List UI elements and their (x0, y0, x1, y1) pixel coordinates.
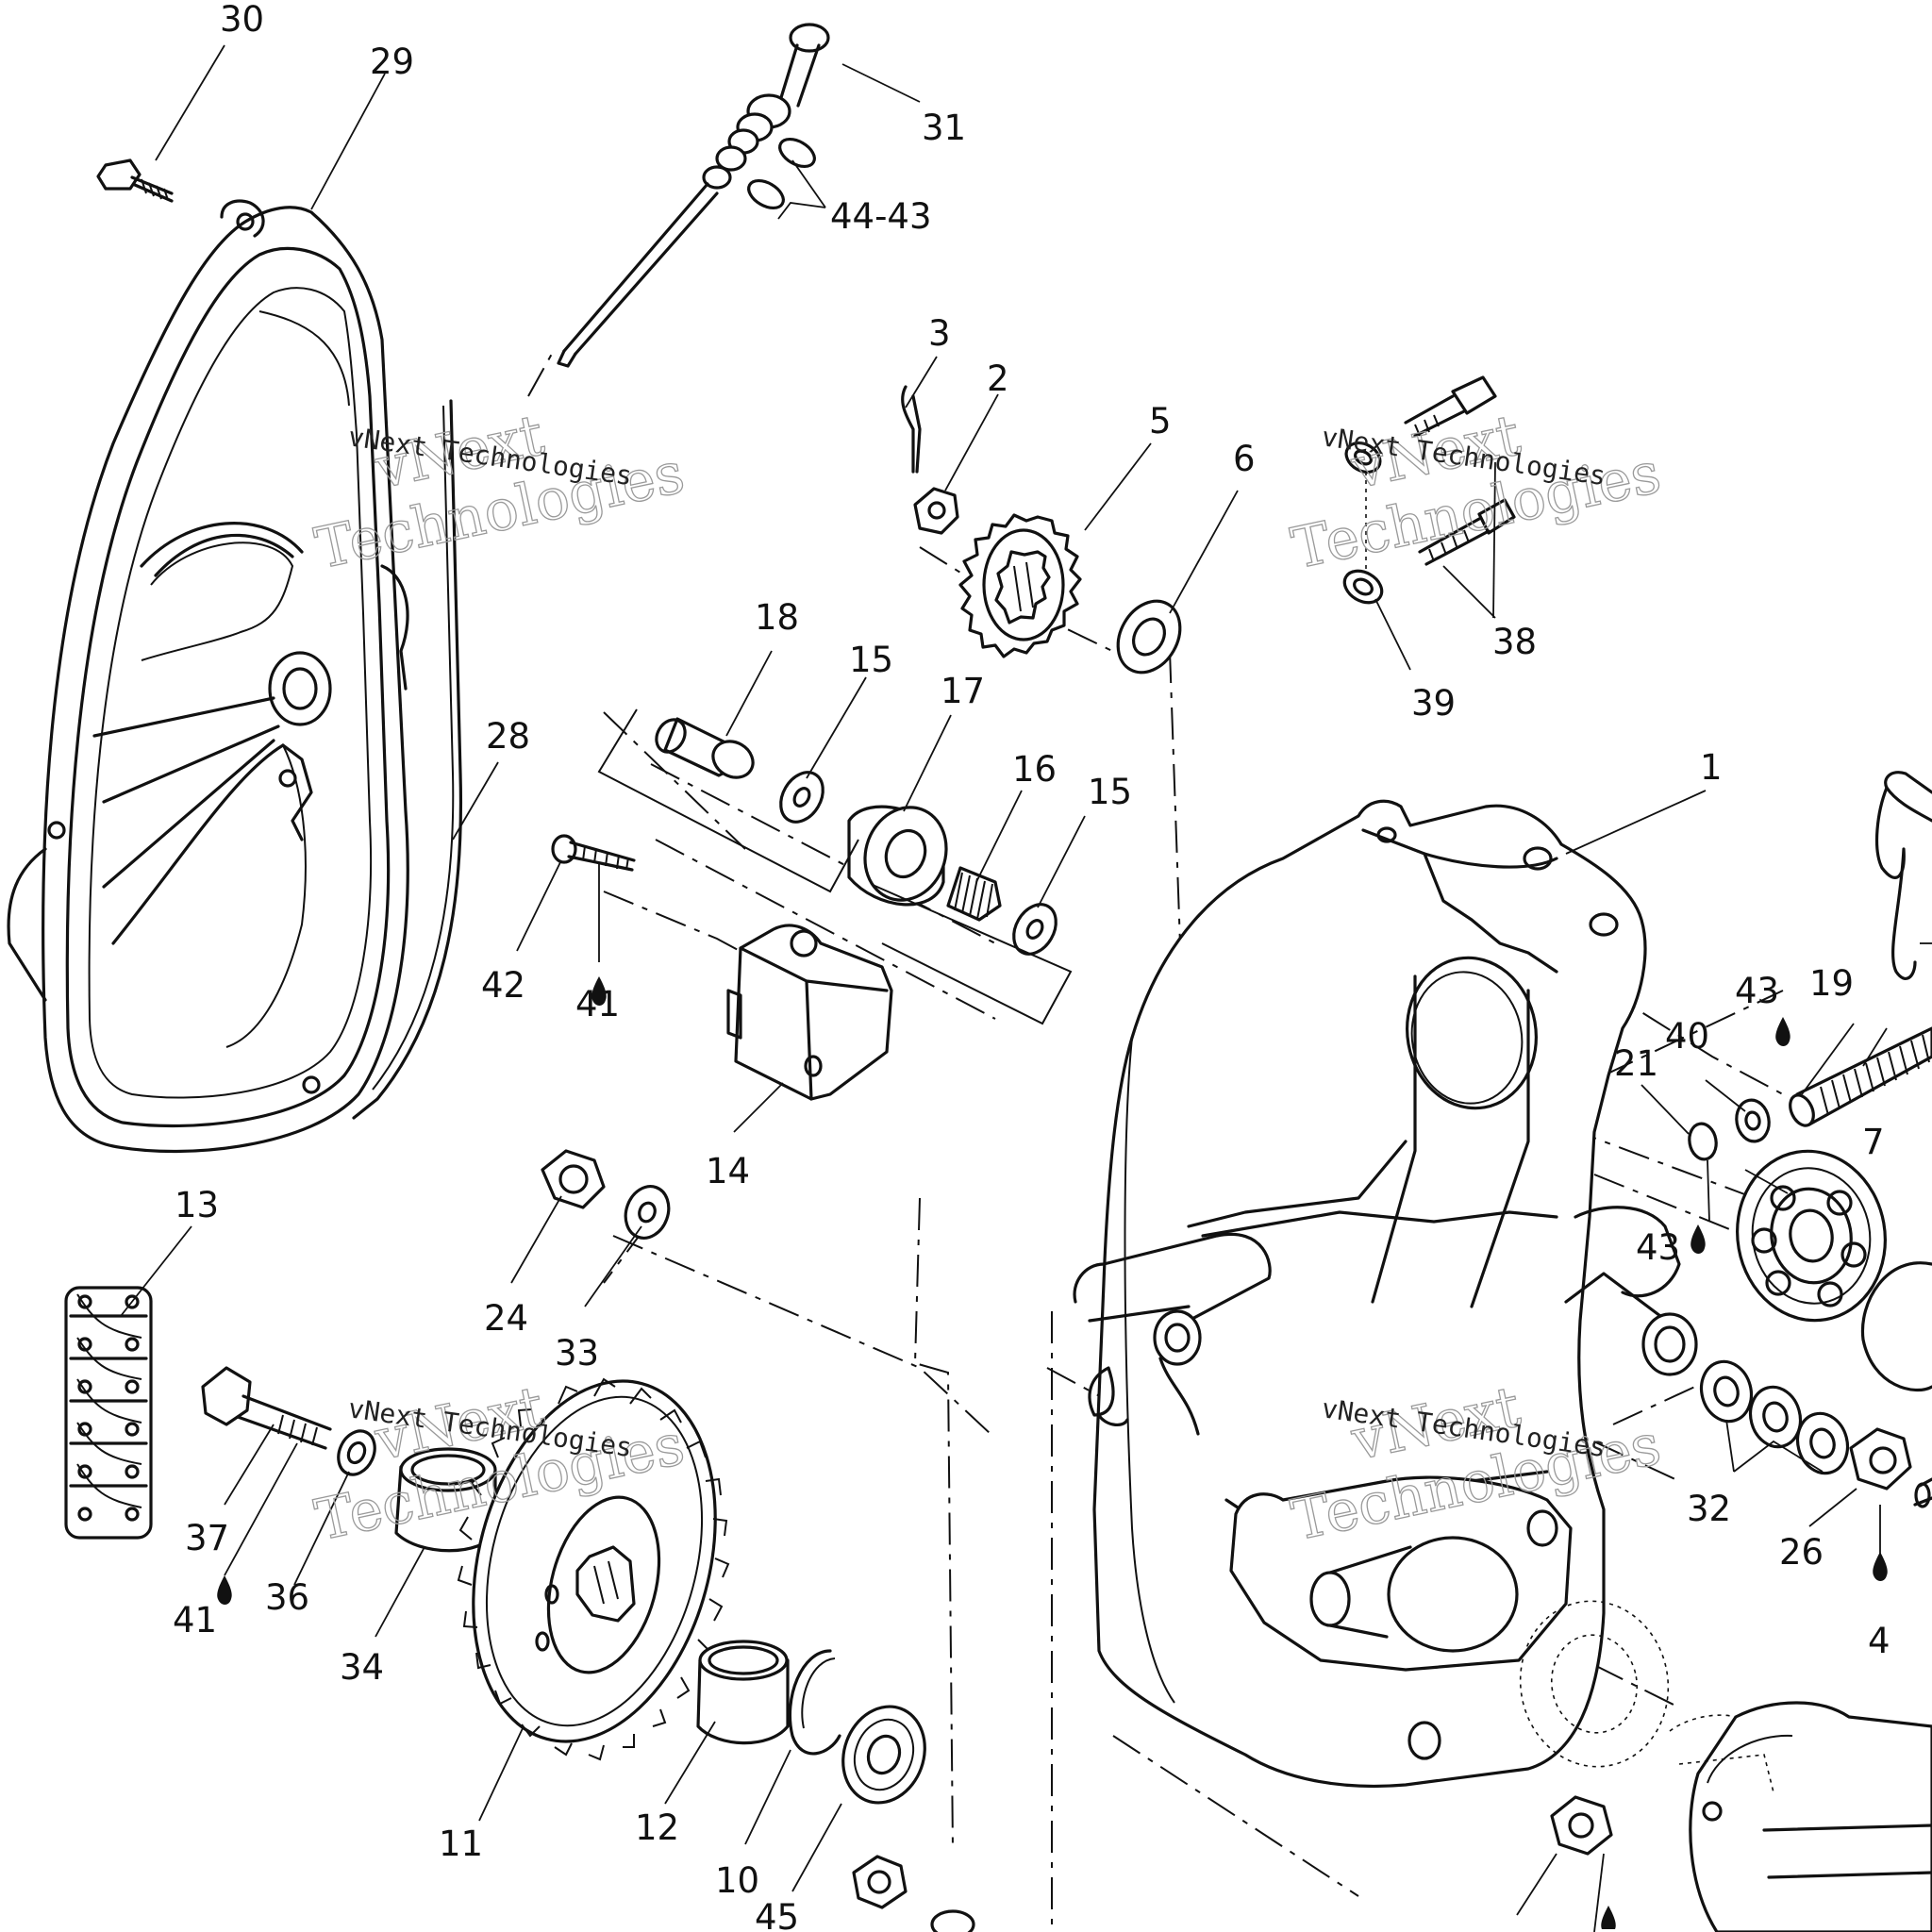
callout-13: 13 (175, 1185, 219, 1225)
needle-bearing-16 (946, 866, 1002, 922)
circlip-10 (788, 1649, 841, 1756)
callout-12: 12 (635, 1807, 679, 1848)
gasket-strip (352, 399, 463, 1120)
callout-10: 10 (715, 1860, 759, 1901)
callout-3: 3 (928, 313, 951, 354)
washer-6 (1116, 599, 1182, 675)
bolt-37 (201, 1366, 332, 1450)
callout-30: 30 (220, 0, 264, 40)
callout-43-b: 43 (1636, 1227, 1680, 1268)
cotter-pin (901, 385, 922, 474)
drop-icon (1873, 1552, 1888, 1581)
nut-24 (541, 1149, 606, 1209)
callout-6: 6 (1233, 439, 1256, 479)
callout-44-43: 44-43 (830, 196, 932, 237)
callout-24: 24 (484, 1298, 528, 1339)
washer-36 (337, 1429, 376, 1476)
callout-21: 21 (1614, 1043, 1658, 1084)
nut-bottom-right (1550, 1795, 1613, 1856)
callout-41-b: 41 (173, 1600, 217, 1641)
bearing-7 (1736, 1149, 1932, 1391)
chaincase-cover (7, 199, 409, 1154)
callout-15: 15 (849, 640, 893, 680)
callout-1: 1 (1700, 747, 1723, 788)
bushing-12 (696, 1640, 790, 1745)
leader-lines (120, 44, 1932, 1932)
washer-15 (779, 771, 1058, 956)
bearing-cover (1669, 1701, 1932, 1932)
callout-43: 43 (1735, 971, 1779, 1011)
seal-ghost (1519, 1600, 1670, 1768)
callout-5: 5 (1149, 401, 1172, 441)
callout-41: 41 (575, 984, 620, 1024)
drop-icon (217, 1575, 232, 1605)
drive-chain-13 (64, 1286, 153, 1540)
washers-32 (1699, 1359, 1850, 1475)
callout-37: 37 (185, 1518, 229, 1558)
nut-26 (1849, 1427, 1932, 1508)
bolts-38 (1342, 375, 1516, 605)
adjuster-rod (557, 23, 830, 368)
callout-26: 26 (1779, 1532, 1824, 1573)
tensioner-group-frame (597, 708, 1073, 1025)
callout-39: 39 (1411, 683, 1456, 724)
callout-36: 36 (265, 1577, 309, 1618)
callout-14: 14 (706, 1151, 750, 1191)
sprocket-5 (958, 513, 1082, 658)
drop-icon (591, 976, 607, 1006)
callout-38: 38 (1492, 622, 1537, 662)
lubricant-drops (217, 976, 1888, 1929)
tensioner-block-14 (726, 924, 893, 1101)
callout-33: 33 (555, 1333, 599, 1374)
bearing-45 (841, 1705, 926, 1805)
sleeve-18 (655, 717, 755, 779)
screw-30 (96, 158, 174, 203)
callout-42: 42 (481, 965, 525, 1006)
drop-icon (1775, 1017, 1790, 1046)
drop-icon (1690, 1224, 1706, 1254)
chaincase-housing-1 (1073, 799, 1698, 1789)
callout-31: 31 (922, 108, 966, 148)
large-sprocket-11 (457, 1377, 730, 1761)
callout-28: 28 (486, 716, 530, 757)
callout-19: 19 (1809, 963, 1854, 1004)
castle-nut (913, 487, 959, 535)
washer-33 (624, 1185, 671, 1240)
callout-4: 4 (1868, 1621, 1890, 1661)
roller-17 (847, 805, 948, 907)
screw-42 (551, 834, 636, 872)
callout-29: 29 (370, 42, 414, 82)
callout-17: 17 (941, 671, 985, 711)
callout-18: 18 (755, 597, 799, 638)
callout-11: 11 (439, 1824, 483, 1864)
callout-40: 40 (1665, 1016, 1709, 1057)
callout-34: 34 (340, 1647, 384, 1688)
callout-45: 45 (755, 1897, 799, 1932)
part-callouts: 30 29 31 44-43 3 2 5 6 38 39 18 15 17 16… (173, 0, 1890, 1932)
callout-2: 2 (987, 358, 1009, 399)
bushing-34 (394, 1447, 497, 1553)
callout-32: 32 (1687, 1489, 1731, 1529)
nut-bottom (852, 1855, 975, 1932)
callout-15-b: 15 (1088, 772, 1132, 812)
r-clip (1874, 771, 1932, 980)
callout-16: 16 (1012, 749, 1057, 790)
callout-7: 7 (1862, 1122, 1885, 1162)
drop-icon (1601, 1906, 1616, 1929)
